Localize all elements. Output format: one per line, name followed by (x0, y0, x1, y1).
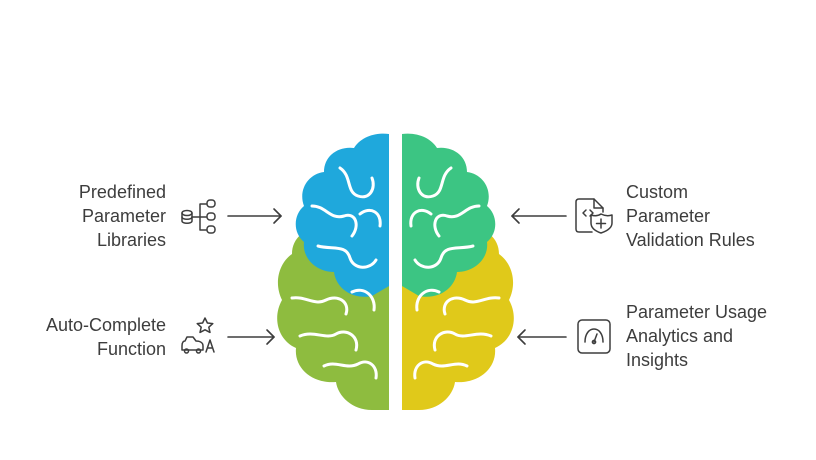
car-star-icon (181, 317, 215, 354)
code-file-plus-icon (575, 198, 613, 234)
label-auto-complete-function: Auto-Complete Function (46, 313, 166, 361)
arrow-top-right (511, 208, 567, 224)
label-line: Auto-Complete (45, 315, 166, 335)
label-line: Insights (626, 350, 689, 370)
label-parameter-usage-analytics: Parameter Usage Analytics and Insights (626, 300, 767, 372)
label-predefined-parameter-libraries: Predefined Parameter Libraries (79, 180, 166, 252)
gauge-icon (577, 319, 611, 354)
arrow-bottom-left (227, 329, 275, 345)
arrow-top-left (227, 208, 282, 224)
label-custom-parameter-validation-rules: Custom Parameter Validation Rules (626, 180, 755, 252)
label-line: Parameter Usage (626, 302, 768, 322)
brain-folds (290, 166, 501, 380)
label-line: Parameter (81, 206, 166, 226)
label-line: Analytics and (626, 326, 734, 346)
label-line: Libraries (96, 230, 166, 250)
arrow-bottom-right (517, 329, 567, 345)
label-line: Parameter (626, 206, 711, 226)
database-tree-icon (181, 199, 216, 234)
label-line: Function (96, 339, 166, 359)
label-line: Validation Rules (626, 230, 755, 250)
label-line: Predefined (78, 182, 166, 202)
connector-arrows (227, 208, 567, 345)
label-line: Custom (626, 182, 689, 202)
